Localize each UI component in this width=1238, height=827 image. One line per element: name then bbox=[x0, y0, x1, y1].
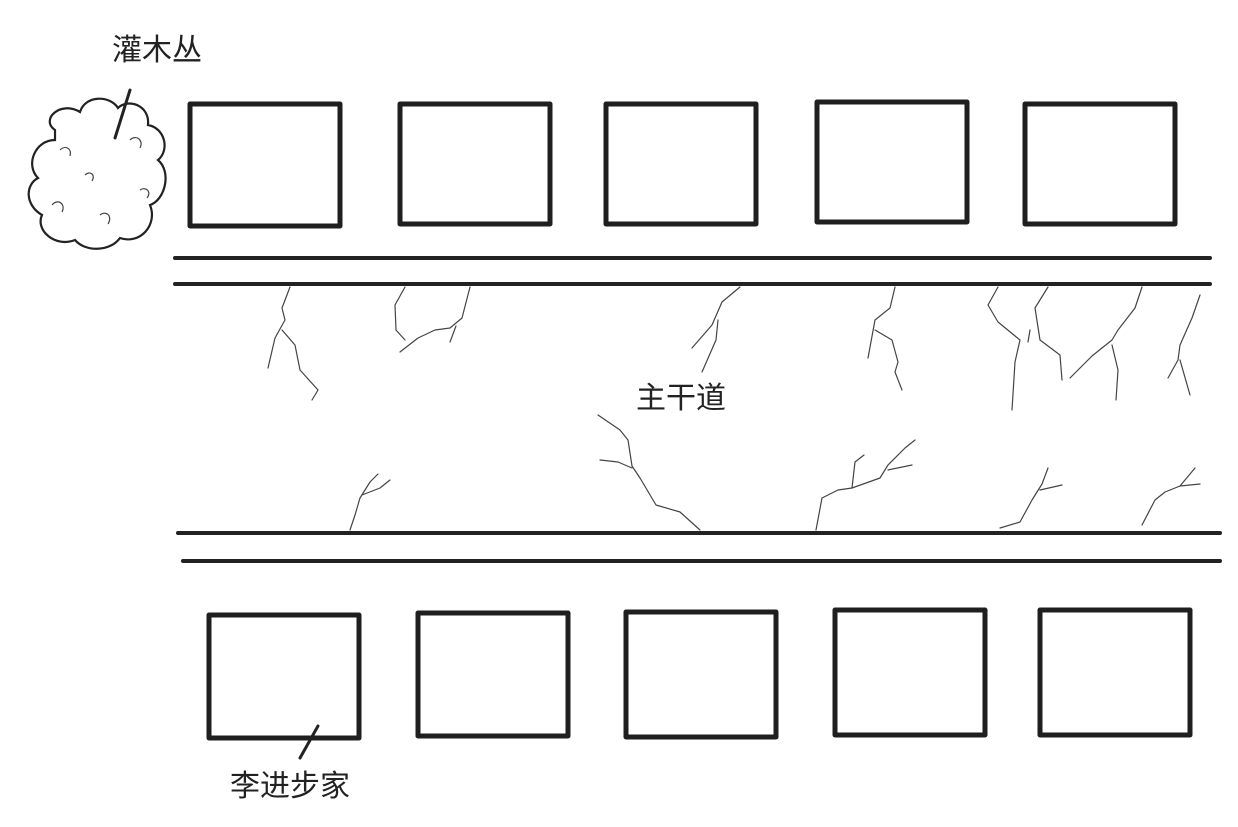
home-label: 李进步家 bbox=[230, 769, 350, 804]
house bbox=[623, 609, 779, 740]
house bbox=[397, 101, 553, 227]
main-road-label: 主干道 bbox=[636, 381, 726, 416]
house bbox=[832, 607, 988, 738]
home-leader-line bbox=[298, 724, 320, 760]
house bbox=[1022, 101, 1178, 227]
bush-shrub bbox=[27, 97, 167, 250]
house bbox=[187, 101, 343, 229]
bush-label: 灌木丛 bbox=[112, 33, 202, 68]
top-row-houses bbox=[187, 99, 1178, 229]
house bbox=[415, 610, 571, 739]
house bbox=[1037, 607, 1193, 738]
road-cracks bbox=[267, 286, 1201, 531]
main-road bbox=[173, 256, 1222, 563]
house-li-jinbu bbox=[206, 612, 362, 741]
bottom-row-houses bbox=[206, 607, 1193, 741]
house bbox=[603, 101, 759, 227]
bush-leader-line bbox=[113, 88, 132, 140]
house bbox=[814, 99, 970, 225]
